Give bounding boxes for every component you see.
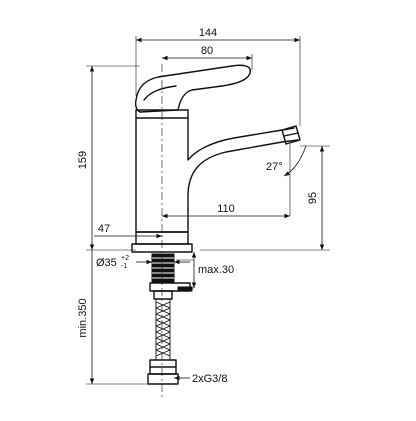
aerator [281,125,301,145]
dimension-labels: 144 80 159 110 47 95 27° Ø35 +2 -1 max.3… [77,27,319,385]
label-shank-tolerance-lower: -1 [121,263,127,270]
faucet-body [131,64,301,253]
label-hose-length: min.350 [77,298,89,337]
label-spout-reach: 110 [217,203,235,215]
extension-lines [86,36,330,385]
lever-inner-line [143,85,177,101]
mounting-parts [147,253,193,385]
spout-top [187,117,295,161]
label-overall-height: 159 [77,151,89,169]
label-max-deck-thickness: max.30 [198,264,234,276]
label-shank-diameter: Ø35 [96,257,117,269]
flexible-hoses [155,299,171,360]
label-overall-length: 144 [199,27,217,39]
body-outline [135,117,299,233]
label-connection-thread: 2xG3/8 [192,373,227,385]
lever-handle [134,64,251,113]
label-handle-length: 80 [201,45,213,57]
label-body-offset: 47 [98,223,110,235]
dimension-lines [89,37,325,384]
label-spout-angle: 27° [266,161,283,173]
label-shank-tolerance-upper: +2 [121,255,129,262]
label-spout-height: 95 [307,192,319,204]
